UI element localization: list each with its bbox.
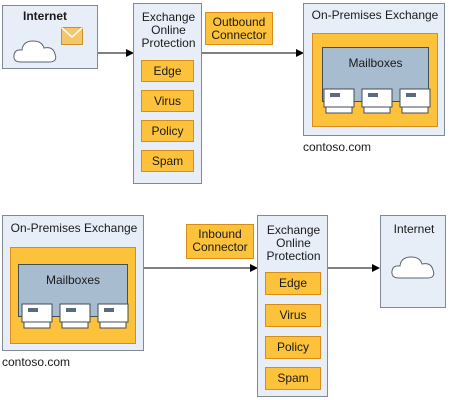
eop-title-line3: Protection: [141, 36, 196, 50]
outbound-connector: Outbound Connector: [205, 12, 273, 45]
domain-label-bottom: contoso.com: [2, 355, 71, 369]
inbound-connector-line2: Connector: [192, 240, 248, 254]
internet-box-bottom: Internet: [380, 215, 446, 308]
mailbox-trays-top: [323, 88, 431, 114]
arrow-onprem-to-eop: [144, 264, 258, 272]
filter-policy-bottom: Policy: [265, 336, 321, 359]
internet-box-top: Internet: [2, 5, 98, 69]
outbound-connector-line1: Outbound: [212, 15, 266, 29]
internet-label-bottom: Internet: [393, 222, 435, 236]
arrow-eop-to-onprem: [202, 49, 304, 57]
eop-title-bottom-line2: Online: [276, 236, 311, 250]
filter-virus-bottom: Virus: [265, 304, 321, 327]
domain-label-top: contoso.com: [303, 140, 372, 154]
eop-box-bottom: Exchange Online Protection Edge Virus Po…: [257, 215, 328, 397]
inbound-connector: Inbound Connector: [186, 224, 254, 259]
filter-edge-bottom: Edge: [265, 272, 321, 295]
filter-spam-bottom: Spam: [265, 367, 321, 390]
filter-policy-top: Policy: [141, 120, 194, 142]
eop-title-top: Exchange Online Protection: [134, 11, 203, 50]
outbound-connector-line2: Connector: [211, 28, 267, 42]
arrow-internet-to-eop: [98, 49, 134, 57]
eop-title-bottom-line3: Protection: [266, 249, 321, 263]
cloud-icon-bottom: [391, 256, 435, 279]
mailbox-trays-bottom: [21, 303, 129, 329]
arrow-eop-to-internet: [328, 264, 380, 272]
eop-title-line1: Exchange: [141, 10, 196, 24]
inbound-connector-line1: Inbound: [198, 227, 242, 241]
eop-title-bottom-line1: Exchange: [266, 223, 321, 237]
filter-virus-top: Virus: [141, 90, 194, 112]
cloud-icon: [13, 40, 57, 63]
eop-title-line2: Online: [151, 23, 186, 37]
onprem-title-bottom: On-Premises Exchange: [10, 221, 138, 235]
onprem-title-top: On-Premises Exchange: [311, 8, 439, 22]
filter-spam-top: Spam: [141, 150, 194, 172]
internet-label-top: Internet: [23, 9, 68, 23]
onprem-box-bottom: On-Premises Exchange Mailboxes: [2, 215, 144, 351]
envelope-icon: [60, 26, 84, 45]
filter-edge-top: Edge: [141, 60, 194, 82]
eop-box-top: Exchange Online Protection Edge Virus Po…: [133, 3, 202, 184]
eop-title-bottom: Exchange Online Protection: [258, 224, 329, 263]
onprem-box-top: On-Premises Exchange Mailboxes: [303, 3, 445, 136]
